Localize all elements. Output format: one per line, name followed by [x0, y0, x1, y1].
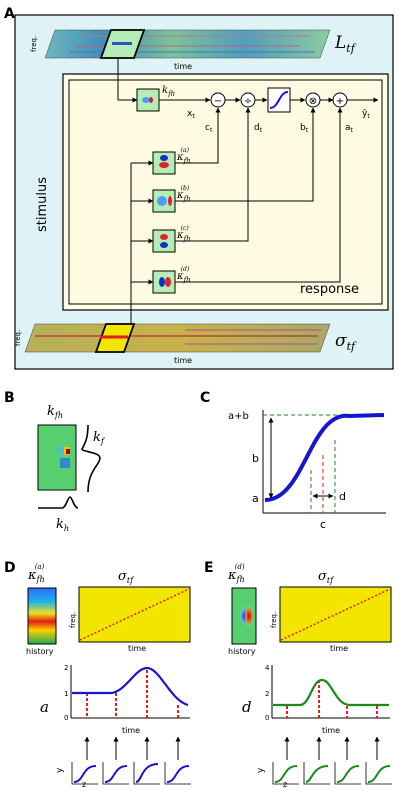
kappa-filter-a	[152, 151, 176, 175]
kf-label: kf	[93, 430, 106, 446]
kappa-label-a: κfh(a)	[176, 147, 191, 165]
c-top-label: a+b	[228, 411, 249, 422]
time-label-top: time	[174, 62, 192, 71]
freq-label-top: freq.	[30, 36, 38, 52]
e-z-label: z	[283, 780, 287, 788]
divide-op-symbol: ÷	[244, 96, 252, 107]
stimulus-spectrogram	[44, 29, 331, 59]
d-tick-0: 0	[64, 714, 68, 722]
c-a-label: a	[252, 492, 259, 505]
c-sigmoid	[264, 413, 385, 502]
panel-b-letter: B	[4, 390, 15, 406]
a-label: at	[345, 123, 354, 134]
d-z-label: z	[82, 780, 86, 788]
d-kappa-label: κfh(a)	[27, 563, 45, 584]
stimulus-label: stimulus	[35, 177, 50, 232]
d-history-label: history	[26, 647, 54, 656]
response-inner-box	[68, 79, 383, 305]
kappa-filter-c	[152, 229, 176, 253]
yhat-label: ŷt	[362, 109, 370, 120]
freq-label-bottom: freq.	[14, 330, 22, 346]
a-path	[175, 107, 343, 283]
c-c-label: c	[320, 518, 326, 531]
d-time-label: time	[128, 644, 146, 653]
d-ylabel: a	[40, 698, 49, 716]
e-tick-2: 2	[265, 690, 269, 698]
e-mini-sigmoids	[272, 762, 392, 785]
kappa-label-c: κfh(c)	[176, 225, 191, 243]
sigmoid-curve	[269, 91, 289, 109]
e-d-curve	[273, 678, 389, 707]
b-path	[175, 107, 316, 202]
e-kappa-label: κfh(d)	[227, 563, 245, 584]
add-op-symbol: +	[336, 96, 344, 107]
kappa-label-d: κfh(d)	[176, 266, 191, 284]
kappa-filter-b	[152, 189, 176, 213]
c-path	[175, 107, 221, 164]
panel-d-letter: D	[4, 560, 16, 576]
kappa-filter-d	[152, 270, 176, 294]
e-ylabel: d	[242, 698, 252, 716]
sigma-tf-label: σtf	[335, 331, 357, 353]
kfh-label: kfh	[162, 85, 175, 98]
time-label-bottom: time	[174, 356, 192, 365]
e-sigma-label: σtf	[318, 569, 335, 585]
kh-label: kh	[56, 517, 69, 533]
b-label: bt	[300, 123, 309, 134]
e-freq-label: freq.	[270, 612, 278, 628]
panel-c-letter: C	[200, 390, 210, 406]
panel-a-letter: A	[4, 6, 15, 22]
e-kappa-heatmap	[231, 587, 257, 645]
e-y-label: y	[256, 767, 266, 773]
d-mini-sigmoids	[71, 762, 191, 785]
response-label: response	[300, 282, 359, 297]
x-label: xt	[187, 109, 195, 120]
d-path	[175, 107, 251, 242]
d-kappa-heatmap	[27, 587, 57, 645]
d-sigma-label: σtf	[118, 569, 135, 585]
d-a-curve	[72, 666, 189, 707]
e-history-label: history	[228, 647, 256, 656]
kf-curve	[81, 424, 101, 493]
sigma-spectrogram	[24, 323, 331, 353]
panel-e-letter: E	[204, 560, 214, 576]
c-b-label: b	[252, 452, 259, 465]
d-time-axis-label: time	[122, 726, 140, 735]
kfh-heatmap	[37, 424, 77, 491]
d-tick-1: 1	[64, 690, 68, 698]
e-sigma-heatmap	[279, 586, 392, 643]
e-tick-4: 4	[265, 664, 270, 672]
c-d-label: d	[339, 490, 346, 503]
e-time-label: time	[330, 644, 348, 653]
subtract-op-symbol: −	[214, 96, 222, 107]
kh-curve	[38, 496, 79, 509]
d-y-label: y	[55, 767, 65, 773]
e-tick-0: 0	[265, 714, 269, 722]
e-time-axis-label: time	[322, 726, 340, 735]
d-sigma-heatmap	[78, 586, 191, 643]
c-label: ct	[205, 123, 213, 134]
L-tf-label: Ltf	[334, 33, 357, 55]
d-freq-label: freq.	[69, 612, 77, 628]
multiply-op-symbol: ⊗	[309, 96, 317, 107]
d-label: dt	[254, 123, 263, 134]
d-tick-2: 2	[64, 664, 68, 672]
kfh-b-label: kfh	[47, 404, 63, 420]
kappa-label-b: κfh(b)	[176, 185, 191, 203]
